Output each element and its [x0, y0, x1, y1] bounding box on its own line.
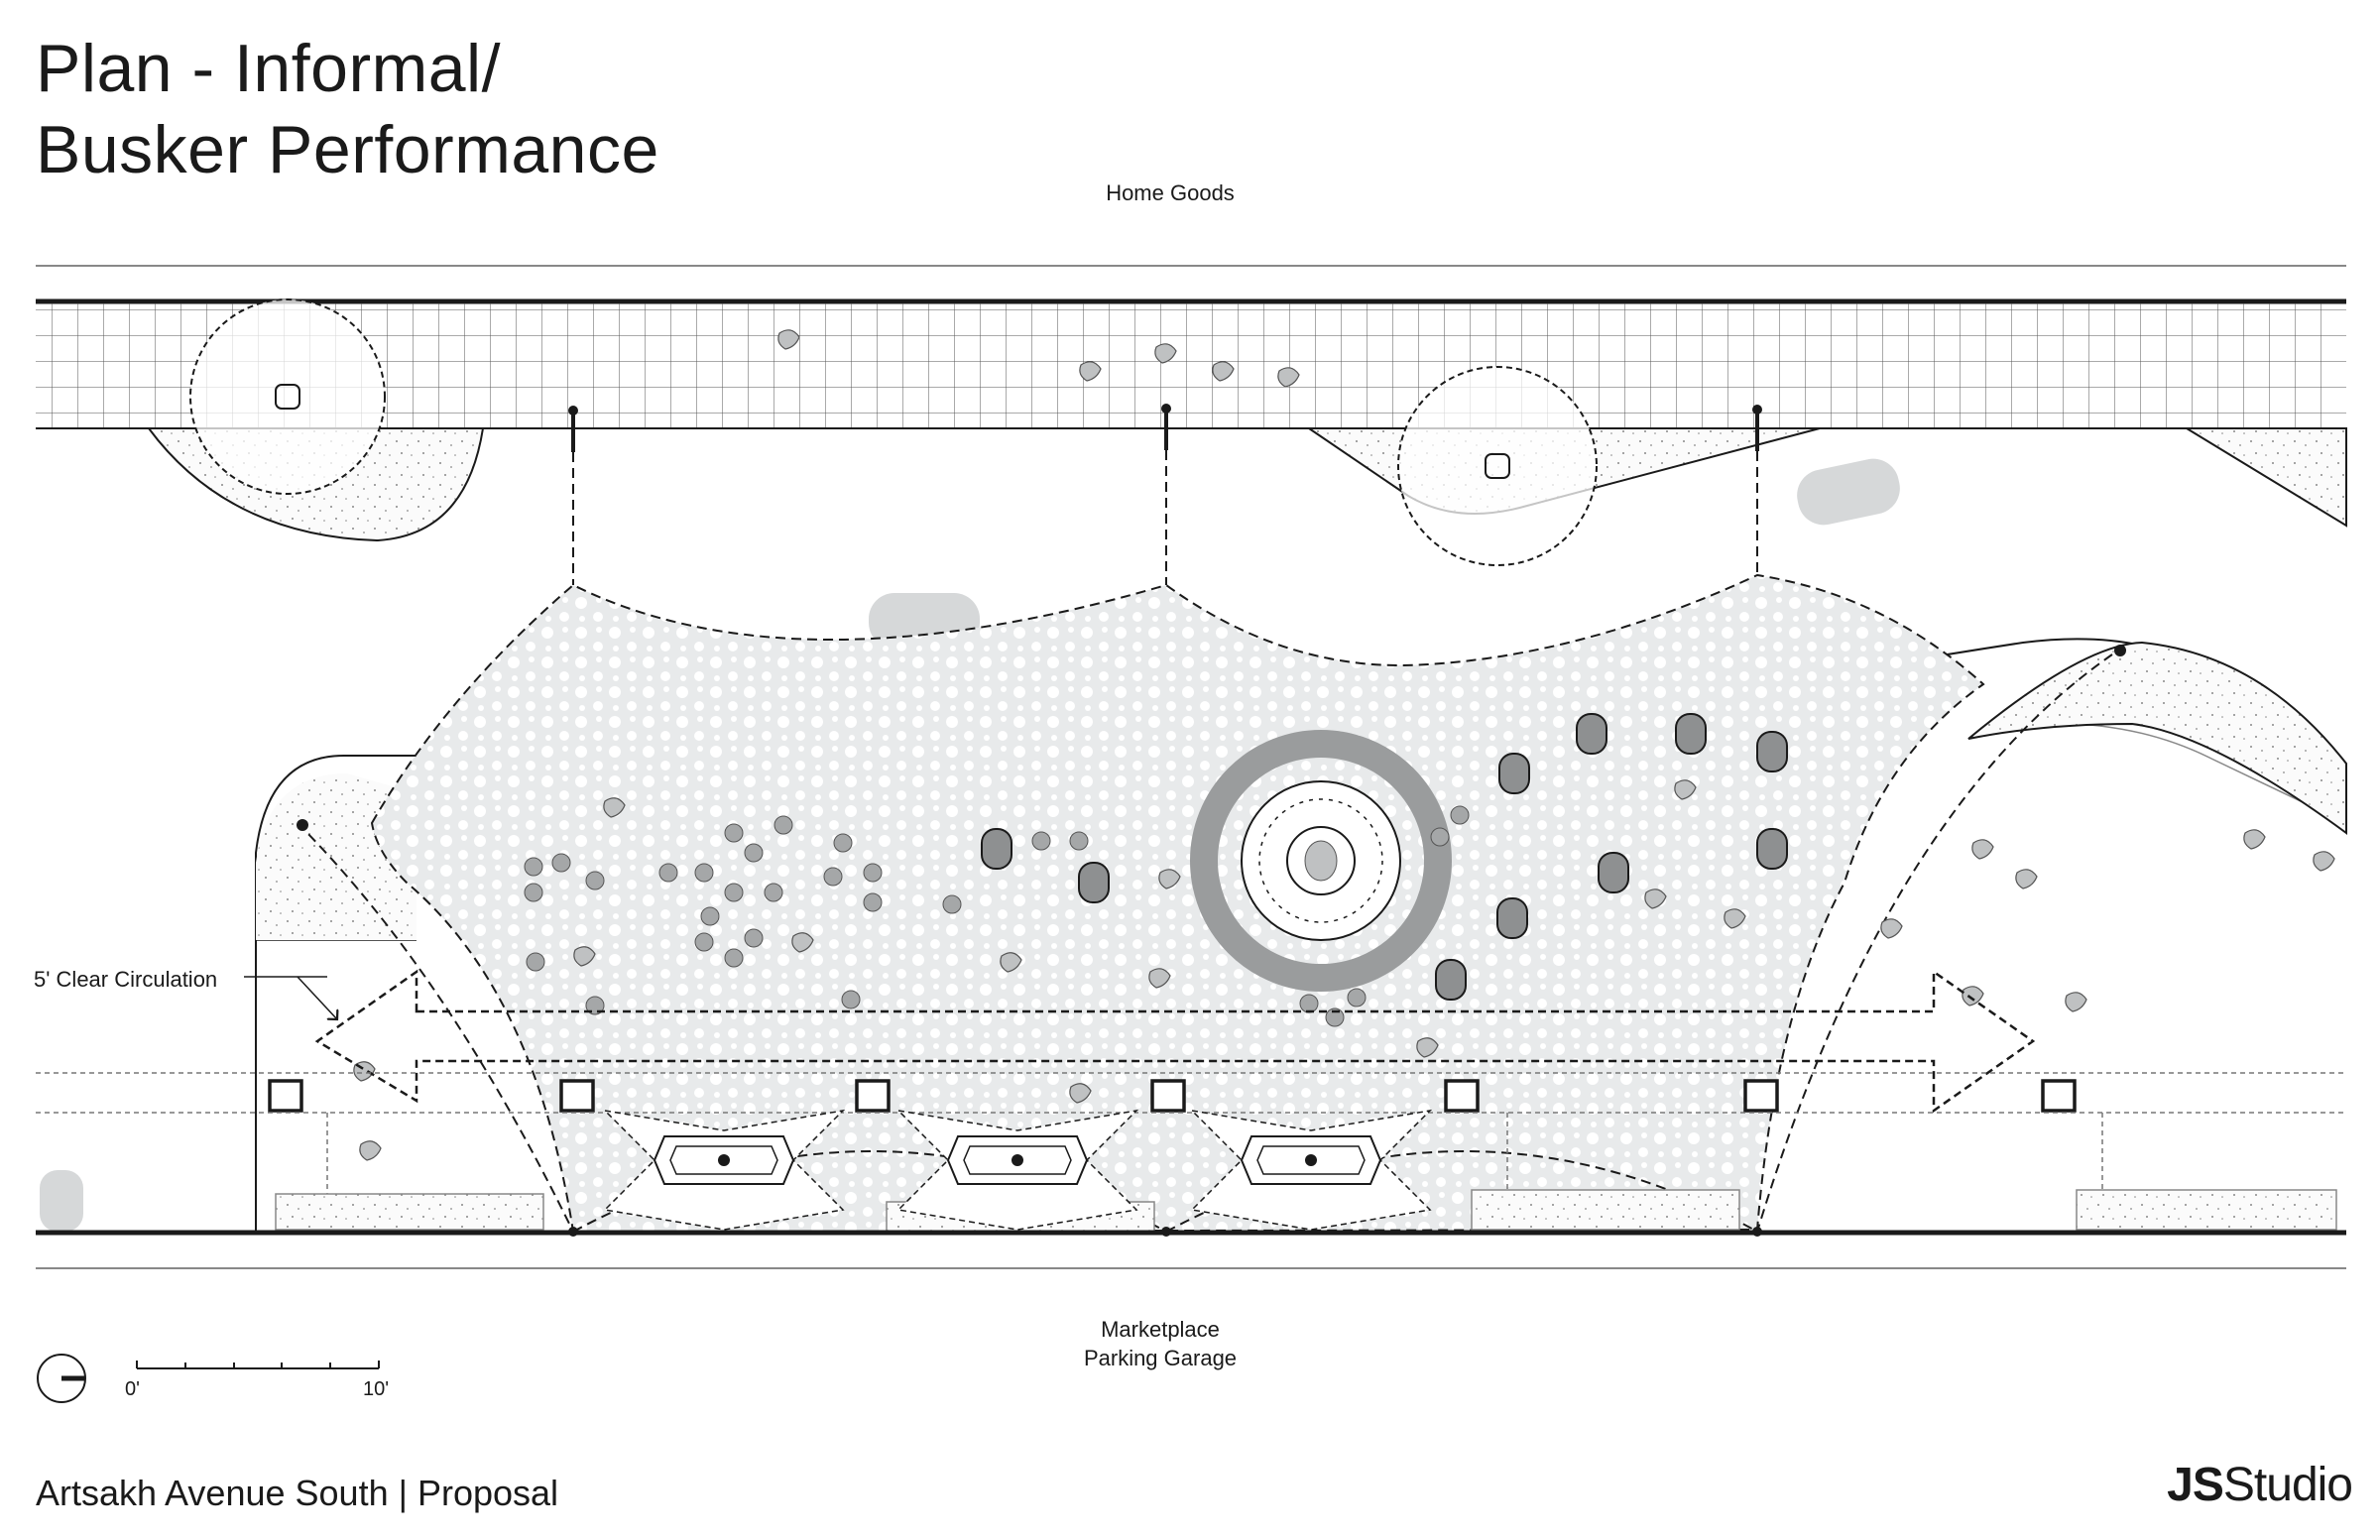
studio-logo: JSStudio	[2167, 1458, 2353, 1512]
kiosk-2	[895, 1109, 1139, 1231]
planting-bed-right	[2183, 427, 2347, 528]
circular-stage	[1190, 730, 1452, 992]
circulation-label: 5' Clear Circulation	[34, 967, 218, 992]
scale-end-label: 10'	[363, 1378, 390, 1400]
sidewalk-grid	[36, 303, 2346, 428]
bottom-label-line-1: Marketplace	[1101, 1317, 1220, 1342]
logo-regular-text: Studio	[2222, 1459, 2353, 1511]
tree-left	[189, 298, 386, 495]
title-line-1: Plan - Informal/	[36, 31, 502, 106]
spectator-dots	[524, 805, 1470, 1027]
scale-start-label: 0'	[125, 1378, 140, 1400]
scale-bar	[136, 1361, 380, 1369]
north-arrow	[37, 1354, 86, 1403]
project-footer: Artsakh Avenue South | Proposal	[36, 1473, 559, 1513]
top-street-label: Home Goods	[1106, 180, 1235, 205]
kiosk-1	[602, 1109, 846, 1231]
title-line-2: Busker Performance	[36, 112, 659, 187]
bottom-building-label: Marketplace Parking Garage	[1021, 1315, 1299, 1372]
bottom-label-line-2: Parking Garage	[1083, 1346, 1238, 1370]
seating-pods	[981, 713, 1788, 1001]
vehicle-3	[40, 1170, 83, 1232]
right-walkway	[1967, 641, 2347, 835]
vehicle-2	[1797, 458, 1900, 526]
logo-bold-text: JS	[2167, 1459, 2224, 1511]
circulation-arrow	[314, 969, 2036, 1114]
light-posts-top	[568, 404, 1762, 452]
people-figures	[353, 329, 2335, 1161]
page-title: Plan - Informal/ Busker Performance	[36, 28, 659, 190]
kiosk-3	[1189, 1109, 1433, 1231]
structural-columns	[268, 1079, 2077, 1113]
shade-canopy	[370, 573, 1985, 1234]
tree-center	[1397, 366, 1598, 566]
